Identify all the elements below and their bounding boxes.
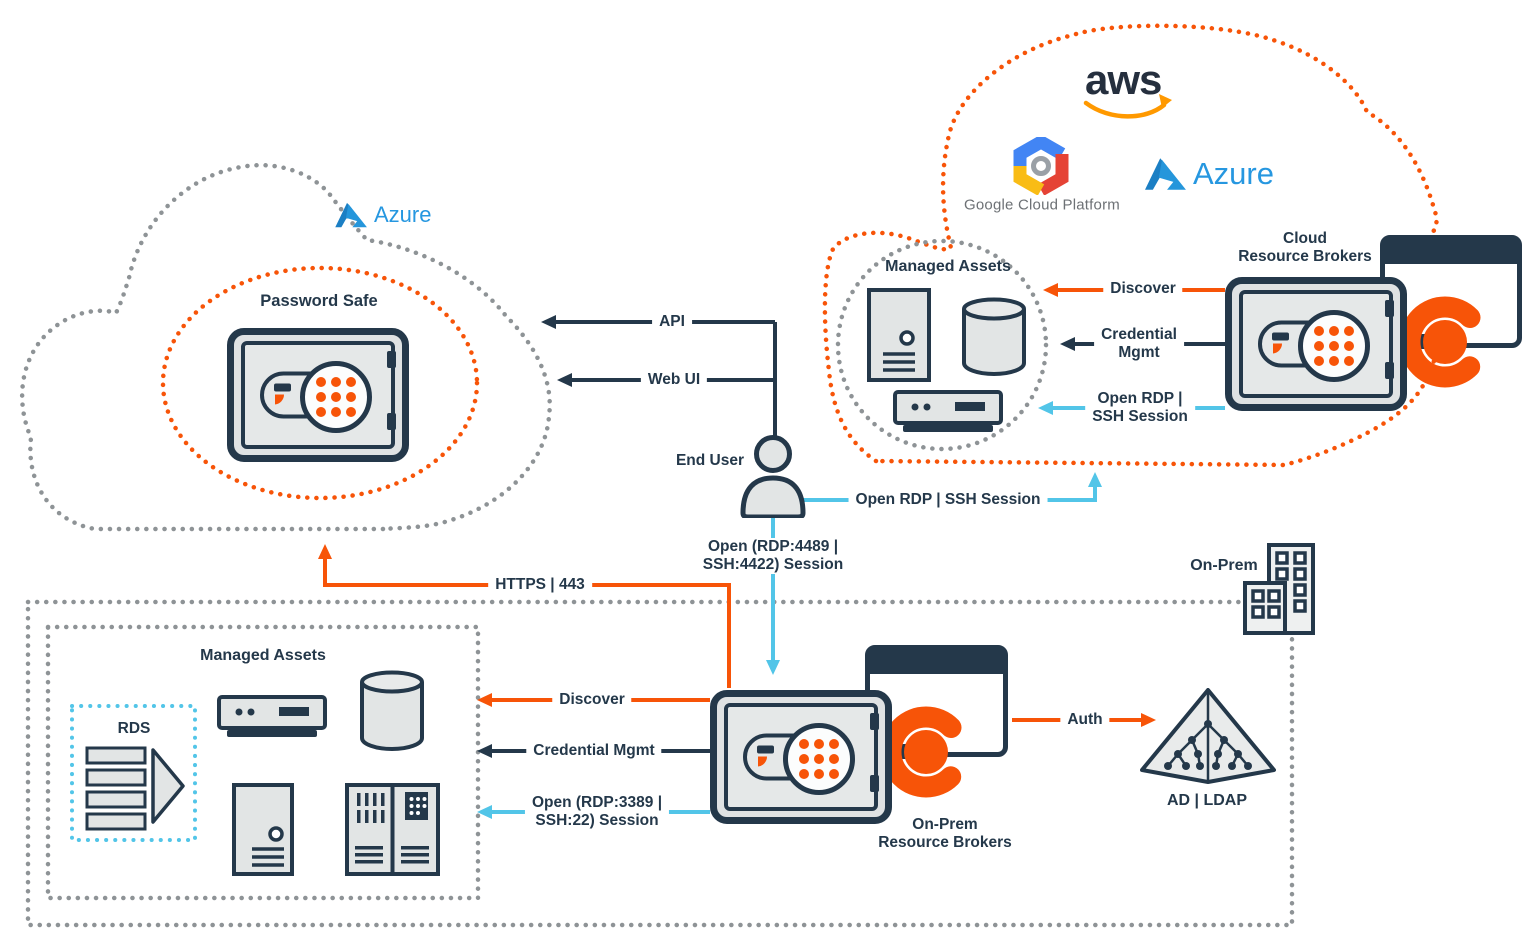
safe-hinge [387, 351, 396, 368]
database-icon [962, 297, 1026, 376]
safe-keypad [1298, 310, 1370, 382]
azure-label-right: Azure [1193, 156, 1274, 191]
aws-logo: aws [1085, 56, 1162, 103]
safe-hinge [870, 775, 879, 792]
ad-ldap-label: AD | LDAP [1166, 792, 1248, 809]
onprem-resource-brokers-label: On-Prem Resource Brokers [878, 816, 1012, 851]
google-cloud-platform-icon [1013, 137, 1069, 195]
aws-smile-icon [1083, 94, 1172, 119]
window-titlebar [870, 650, 1003, 674]
https-443-label: HTTPS | 443 [488, 576, 592, 594]
rds-box [70, 704, 197, 842]
onprem-credential-mgmt-label: Credential Mgmt [526, 742, 662, 760]
onprem-building-icon [1243, 543, 1315, 635]
server-tower-icon [232, 783, 294, 876]
window-titlebar [1385, 240, 1517, 264]
onprem-zone-label: On-Prem [1190, 557, 1258, 574]
open-rdp-4489-label: Open (RDP:4489 | SSH:4422) Session [695, 538, 851, 574]
onprem-managed-assets-label: Managed Assets [200, 647, 326, 664]
safe-dial-icon [274, 383, 291, 405]
safe-keypad [300, 361, 372, 433]
rds-label: RDS [117, 720, 151, 737]
password-safe-title: Password Safe [260, 292, 378, 310]
web-ui-label: Web UI [640, 371, 708, 389]
cloud-resource-brokers-label: Cloud Resource Brokers [1238, 230, 1372, 265]
safe-hinge [870, 713, 879, 730]
password-safe-vault [227, 328, 409, 462]
broker-logo-icon [1399, 296, 1491, 388]
end-user-label: End User [675, 452, 745, 469]
open-rdp-ssh-session-label: Open RDP | SSH Session [848, 491, 1048, 509]
database-icon [360, 670, 424, 751]
cloud-managed-assets-circle-outline [835, 238, 1049, 452]
safe-dial-icon [757, 745, 774, 767]
arrowheads [318, 283, 1156, 819]
onprem-discover-label: Discover [552, 691, 632, 709]
server-rack-icon [345, 783, 440, 876]
cloud-discover-label: Discover [1103, 280, 1183, 298]
auth-label: Auth [1060, 711, 1110, 729]
network-appliance-icon [217, 695, 327, 737]
cloud-broker-vault [1225, 277, 1407, 411]
ad-ldap-icon [1140, 688, 1276, 784]
azure-triangle-icon [1145, 158, 1186, 190]
navy-connectors [488, 320, 1225, 753]
onprem-managed-assets-box [45, 624, 481, 901]
left-cloud-outline [19, 162, 552, 532]
cloud-open-rdp-label: Open RDP | SSH Session [1085, 390, 1195, 426]
api-label: API [652, 313, 692, 331]
cloud-credential-mgmt-label: Credential Mgmt [1094, 326, 1184, 362]
safe-hinge [1385, 362, 1394, 379]
password-safe-ellipse-outline [160, 265, 480, 501]
azure-logo-left: Azure [335, 202, 431, 228]
azure-logo-right: Azure [1145, 156, 1274, 192]
onprem-broker-vault [710, 690, 892, 824]
google-cloud-platform-label: Google Cloud Platform [964, 196, 1120, 214]
safe-hinge [387, 413, 396, 430]
network-appliance-icon [893, 390, 1003, 432]
safe-keypad [783, 723, 855, 795]
safe-hinge [1385, 300, 1394, 317]
rds-icon [85, 746, 185, 831]
onprem-boundary [25, 599, 1295, 928]
end-user-icon [740, 435, 806, 518]
onprem-open-rdp-label: Open (RDP:3389 | SSH:22) Session [524, 794, 670, 830]
azure-label-left: Azure [374, 202, 432, 227]
cloud-managed-assets-label: Managed Assets [885, 258, 1011, 275]
safe-dial-icon [1272, 332, 1289, 354]
broker-logo-icon [880, 706, 972, 798]
server-tower-icon [867, 288, 931, 382]
azure-triangle-icon [335, 202, 367, 228]
